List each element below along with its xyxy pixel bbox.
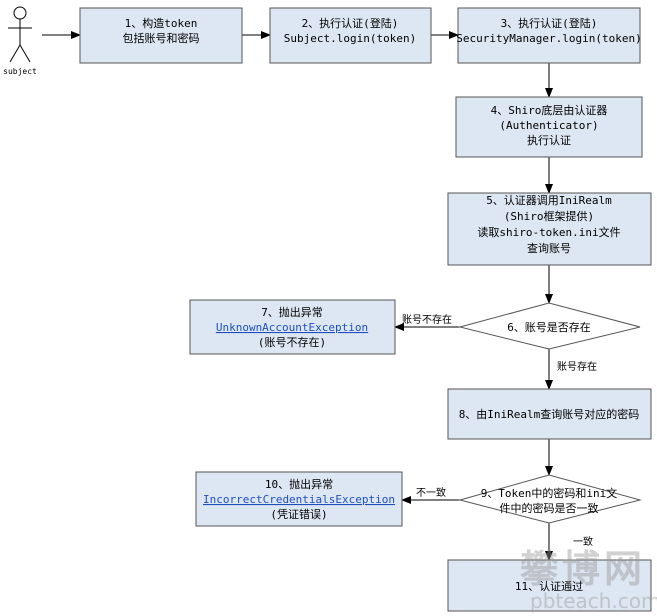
- n2-line-2: Subject.login(token): [284, 32, 416, 45]
- watermark: 攀博网 pbteach.com: [520, 547, 657, 613]
- n11-line-1: 11、认证通过: [515, 580, 583, 593]
- n1-line-2: 包括账号和密码: [123, 31, 200, 45]
- n7-line-2: UnknownAccountException: [216, 321, 368, 334]
- n3-line-2: SecurityManager.login(token): [456, 32, 641, 45]
- step-10-incorrect-credentials-exception: 10、抛出异常 IncorrectCredentialsException(凭证错…: [195, 471, 403, 527]
- step-3-securitymanager-login: 3、执行认证(登陆) SecurityManager.login(token): [456, 7, 642, 64]
- n8-line-1: 8、由IniRealm查询账号对应的密码: [459, 407, 640, 421]
- n7-line-1: 7、抛出异常: [261, 305, 323, 319]
- n9-line-1: 9、Token中的密码和ini文: [481, 486, 618, 500]
- step-4-authenticator: 4、Shiro底层由认证器 (Authenticator)执行认证: [455, 96, 643, 158]
- decision-6-account-exists: 6、账号是否存在: [458, 302, 641, 350]
- n2-line-1: 2、执行认证(登陆): [302, 16, 399, 30]
- edge-label-exist: 账号存在: [557, 360, 597, 373]
- step-7-unknown-account-exception: 7、抛出异常 UnknownAccountException(账号不存在): [189, 299, 396, 355]
- n4-line-2: (Authenticator): [499, 119, 598, 132]
- subject-actor: subject: [3, 6, 37, 76]
- edge-label-mismatch: 不一致: [416, 486, 446, 499]
- n5-line-1: 5、认证器调用IniRealm: [486, 194, 612, 207]
- n9-line-2: 件中的密码是否一致: [500, 501, 599, 515]
- n5-line-4: 查询账号: [527, 241, 571, 255]
- edge-label-match: 一致: [573, 535, 593, 548]
- n10-line-2: IncorrectCredentialsException: [203, 493, 395, 506]
- watermark-url: pbteach.com: [530, 589, 657, 613]
- n4-line-1: 4、Shiro底层由认证器: [491, 103, 608, 117]
- connectors: [42, 31, 553, 561]
- n3-line-1: 3、执行认证(登陆): [501, 16, 598, 30]
- n7-line-3: (账号不存在): [258, 335, 326, 349]
- actor-label: subject: [3, 67, 37, 76]
- edge-labels: 账号不存在 账号存在 不一致 一致: [402, 313, 597, 548]
- step-8-query-password: 8、由IniRealm查询账号对应的密码: [447, 388, 652, 440]
- n1-line-1: 1、构造token: [125, 16, 198, 30]
- n4-line-3: 执行认证: [527, 133, 571, 147]
- n10-line-1: 10、抛出异常: [265, 477, 333, 491]
- step-11-auth-passed: 11、认证通过: [447, 559, 652, 612]
- n6-line-1: 6、账号是否存在: [507, 320, 591, 334]
- n10-line-3: (凭证错误): [270, 507, 327, 521]
- step-2-subject-login: 2、执行认证(登陆) Subject.login(token): [269, 7, 432, 64]
- edge-label-not-exist: 账号不存在: [402, 313, 452, 326]
- n5-line-3: 读取shiro-token.ini文件: [477, 225, 620, 239]
- watermark-logo: 攀博网: [520, 547, 646, 591]
- n5-line-2: (Shiro框架提供): [504, 209, 594, 223]
- step-5-inirealm-lookup: 5、认证器调用IniRealm (Shiro框架提供) 读取shiro-token.…: [447, 192, 652, 266]
